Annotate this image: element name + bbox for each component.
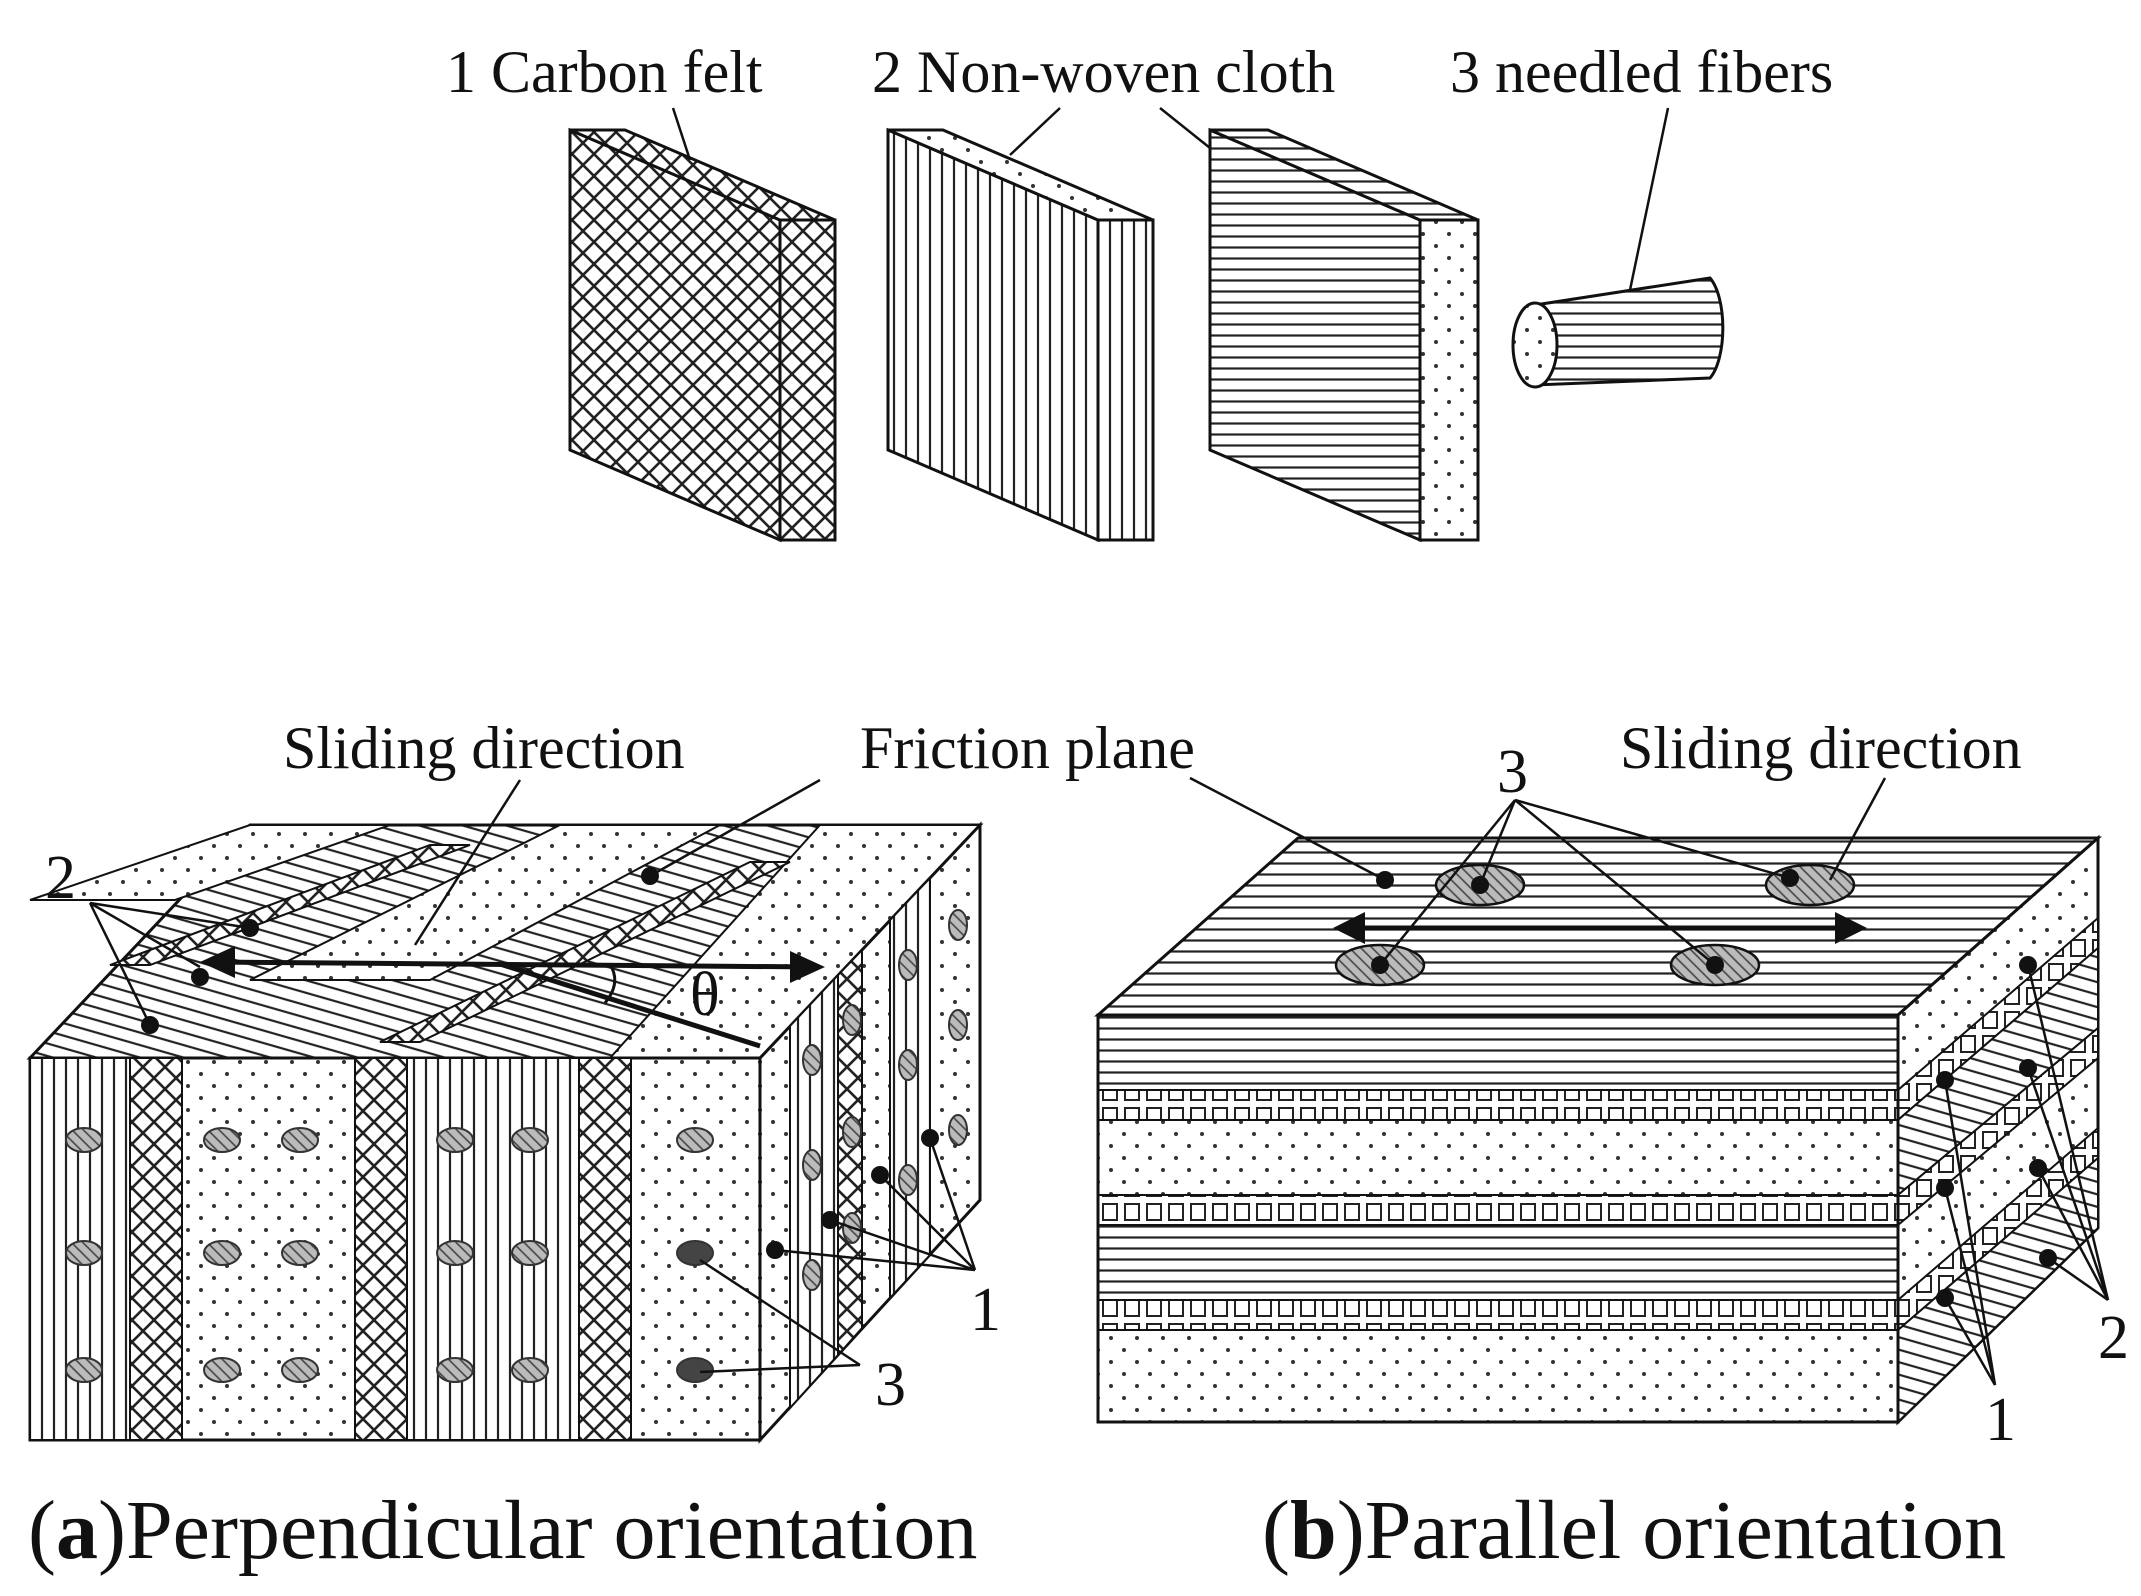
- panel-a-caption-text: Perpendicular orientation: [126, 1484, 977, 1577]
- panel-b-caption-open: (: [1262, 1484, 1290, 1577]
- label-non-woven-cloth: 2 Non-woven cloth: [872, 39, 1335, 105]
- panel-a-caption-letter: a: [56, 1484, 98, 1577]
- panel-b-callout-dots: [1371, 869, 2057, 1307]
- panel-a-sliding-arrow: [200, 946, 825, 1049]
- panel-a-number-2: 2: [45, 844, 76, 912]
- panel-a-label-sliding-direction: Sliding direction: [283, 715, 685, 781]
- panel-a-label-friction-plane: Friction plane: [860, 715, 1195, 781]
- label-needled-fibers: 3 needled fibers: [1450, 39, 1833, 105]
- panel-b-number-3: 3: [1497, 738, 1528, 806]
- panel-b-number-2: 2: [2098, 1304, 2129, 1372]
- needled-fiber-layer-block: [1208, 127, 1480, 543]
- panel-a-callout-dots: [141, 867, 939, 1259]
- panel-b-caption-text: Parallel orientation: [1365, 1484, 2006, 1577]
- panel-b-caption: (b)Parallel orientation: [1262, 1484, 2006, 1577]
- carbon-felt-block: [568, 127, 837, 543]
- panel-a-caption-open: (: [28, 1484, 56, 1577]
- panel-a-number-3: 3: [875, 1351, 906, 1419]
- panel-b-caption-letter: b: [1290, 1484, 1337, 1577]
- label-carbon-felt: 1 Carbon felt: [446, 39, 763, 105]
- panel-b-leaders: [1189, 776, 2110, 1386]
- non-woven-cloth-block: [886, 127, 1155, 543]
- top-leader-lines: [671, 107, 1670, 291]
- panel-a-number-1: 1: [970, 1276, 1001, 1344]
- panel-b-sliding-arrow: [1333, 912, 1867, 944]
- panel-a-needled-fiber-spots: [65, 909, 968, 1383]
- panel-a-block: [26, 778, 984, 1444]
- needled-fiber-cylinder: [1511, 276, 1725, 389]
- panel-a-leaders: [88, 778, 977, 1374]
- panel-a-caption: (a)Perpendicular orientation: [28, 1484, 977, 1577]
- panel-a-caption-close: ): [98, 1484, 126, 1577]
- panel-b-side-bands: [1897, 915, 2099, 1425]
- panel-b-block: [1094, 776, 2110, 1426]
- panel-b-caption-close: ): [1337, 1484, 1365, 1577]
- panel-a-top-bands: [29, 824, 983, 1059]
- panel-b-number-1: 1: [1985, 1386, 2016, 1454]
- panel-a-side-bands: [789, 875, 931, 1411]
- panel-b-front-layers: [1096, 1013, 1900, 1424]
- panel-b-label-sliding-direction: Sliding direction: [1620, 715, 2022, 781]
- panel-a-theta: θ: [690, 961, 720, 1029]
